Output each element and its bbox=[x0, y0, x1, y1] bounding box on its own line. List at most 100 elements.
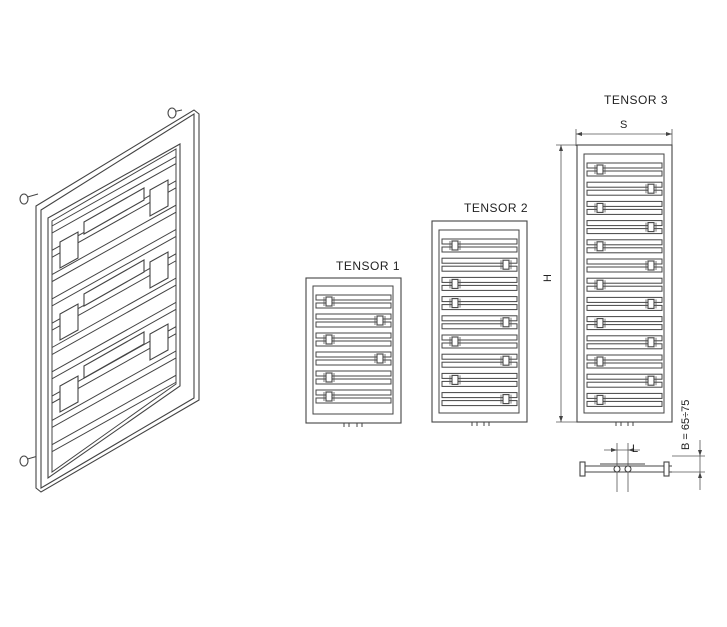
tube bbox=[441, 380, 518, 387]
connector bbox=[596, 164, 604, 175]
connector bbox=[596, 241, 604, 252]
tensor-1-frame bbox=[305, 277, 402, 424]
connector bbox=[647, 260, 655, 271]
connector-block bbox=[149, 251, 169, 289]
tube bbox=[51, 374, 177, 453]
tube bbox=[51, 204, 177, 283]
tube bbox=[586, 362, 663, 369]
tube bbox=[586, 189, 663, 196]
tube bbox=[586, 335, 663, 342]
connector-block bbox=[149, 323, 169, 361]
tube bbox=[586, 324, 663, 331]
tensor-2-view: TENSOR 2 bbox=[431, 201, 528, 426]
tube bbox=[586, 181, 663, 188]
tube bbox=[441, 257, 518, 264]
tube bbox=[441, 304, 518, 311]
tube bbox=[315, 351, 392, 358]
bar bbox=[83, 187, 145, 235]
connector bbox=[596, 202, 604, 213]
connector bbox=[647, 298, 655, 309]
tensor-2-frame bbox=[431, 220, 528, 423]
tube bbox=[441, 372, 518, 379]
bracket-detail: L B = 65÷75 bbox=[579, 400, 705, 492]
bracket-label: B = 65÷75 bbox=[680, 400, 692, 450]
tube bbox=[315, 302, 392, 309]
tube bbox=[51, 277, 177, 356]
tensor-2-label: TENSOR 2 bbox=[464, 201, 528, 215]
connector bbox=[376, 315, 384, 326]
tube bbox=[441, 400, 518, 407]
tube bbox=[51, 350, 177, 429]
tube bbox=[441, 392, 518, 399]
tensor-3-view: TENSOR 3 S H bbox=[542, 93, 673, 426]
tube bbox=[315, 389, 392, 396]
tensor-1-feet bbox=[343, 423, 363, 427]
height-dimension: H bbox=[542, 144, 578, 423]
tensor-3-tubes bbox=[586, 162, 663, 407]
connector-block bbox=[59, 303, 79, 341]
connector bbox=[502, 259, 510, 270]
connector bbox=[596, 279, 604, 290]
tube bbox=[315, 397, 392, 404]
tube bbox=[586, 170, 663, 177]
tube bbox=[586, 354, 663, 361]
tube bbox=[586, 208, 663, 215]
tube bbox=[441, 315, 518, 322]
tube bbox=[586, 247, 663, 254]
tensor-3-label: TENSOR 3 bbox=[604, 93, 668, 107]
tube bbox=[315, 321, 392, 328]
width-label: S bbox=[620, 119, 627, 131]
connector bbox=[502, 355, 510, 366]
width-dimension: S bbox=[575, 119, 673, 146]
perspective-tubes bbox=[51, 155, 177, 453]
tube bbox=[586, 400, 663, 407]
connector bbox=[647, 222, 655, 233]
tube bbox=[441, 361, 518, 368]
connector bbox=[451, 298, 459, 309]
tube bbox=[586, 162, 663, 169]
tube bbox=[441, 276, 518, 283]
tube bbox=[441, 342, 518, 349]
connector bbox=[325, 372, 333, 383]
tube bbox=[441, 334, 518, 341]
tube bbox=[586, 266, 663, 273]
tensor-1-view: TENSOR 1 bbox=[305, 259, 402, 427]
tensor-2-feet bbox=[471, 422, 490, 426]
tube bbox=[51, 155, 177, 234]
connector-block bbox=[59, 231, 79, 269]
connector bbox=[451, 374, 459, 385]
tube bbox=[586, 277, 663, 284]
height-label: H bbox=[542, 274, 554, 282]
tube bbox=[315, 313, 392, 320]
tube bbox=[441, 246, 518, 253]
tube bbox=[441, 323, 518, 330]
tube bbox=[586, 343, 663, 350]
connector bbox=[325, 334, 333, 345]
connector bbox=[647, 337, 655, 348]
connector bbox=[596, 318, 604, 329]
tube bbox=[586, 285, 663, 292]
tube bbox=[51, 228, 177, 307]
tensor-3-feet bbox=[615, 422, 634, 426]
tube bbox=[315, 359, 392, 366]
tube bbox=[586, 304, 663, 311]
connector-block bbox=[149, 179, 169, 217]
connector bbox=[596, 356, 604, 367]
tube bbox=[315, 340, 392, 347]
tube bbox=[441, 353, 518, 360]
length-label: L bbox=[632, 443, 638, 455]
tube bbox=[586, 381, 663, 388]
tube bbox=[315, 294, 392, 301]
connector bbox=[451, 240, 459, 251]
tube bbox=[586, 373, 663, 380]
tensor-1-label: TENSOR 1 bbox=[336, 259, 400, 273]
connector bbox=[325, 391, 333, 402]
tube bbox=[51, 301, 177, 380]
tube bbox=[586, 392, 663, 399]
tube bbox=[586, 228, 663, 235]
tube bbox=[586, 200, 663, 207]
bar bbox=[83, 259, 145, 307]
tube bbox=[441, 296, 518, 303]
tube bbox=[586, 296, 663, 303]
